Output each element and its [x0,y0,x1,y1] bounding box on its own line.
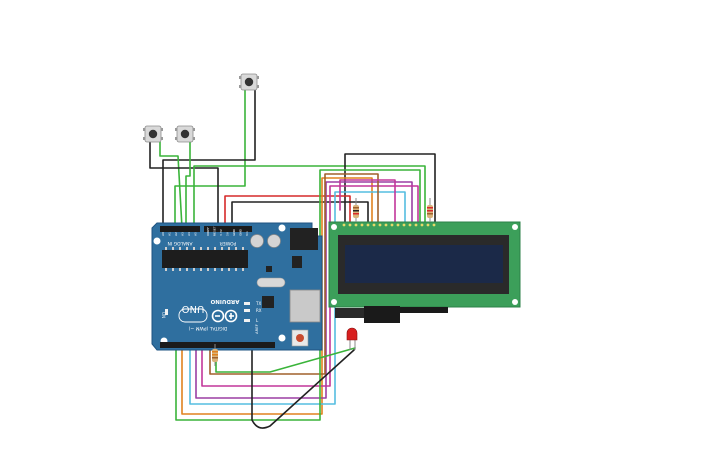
power-pin-label: GND [232,228,236,236]
atmega-chip [162,250,248,268]
wire-green-left-button[interactable] [159,141,183,229]
led-red[interactable] [346,327,358,350]
lcd-pin-header [342,223,436,227]
wire-black-left-button[interactable] [149,141,219,229]
power-header [204,226,252,232]
arduino-text: ARDUINO [210,298,239,304]
crystal [256,277,286,288]
power-pin-label: GND [239,228,243,236]
wire-green-bus[interactable] [193,165,426,229]
analog-pin-label: A3 [181,232,185,236]
uno-text: UNO [182,303,205,314]
resistor-lcd-backlight[interactable] [427,198,433,222]
wire-red-5v[interactable] [224,195,351,229]
analog-pin-label: A2 [174,232,178,236]
digital-label: DIGITAL (PWM ~) [188,325,227,331]
wire-black-gnd[interactable] [231,201,369,229]
on-led-label: ON [161,312,166,318]
lcd-16x2[interactable] [328,221,521,323]
wire-black-top-button[interactable] [162,89,256,229]
l-led-label: L [256,318,259,323]
capacitor [267,234,281,248]
analog-header [160,226,200,232]
analog-pin-label: A5 [194,232,198,236]
power-pin-label: RESET [213,226,217,236]
pushbutton-left[interactable] [143,125,163,143]
infinity-logo-icon [211,309,238,323]
reset-button[interactable] [291,329,309,347]
uno-badge [178,308,208,323]
wire-green-top-button[interactable] [174,89,246,229]
analog-in-label: ANALOG IN [167,240,192,246]
analog-pin-label: A1 [168,232,172,236]
wire-magenta-lcd-upper[interactable] [339,179,396,223]
wire-black-bus[interactable] [344,153,436,223]
aref-label: AREF [254,324,259,334]
pushbutton-middle[interactable] [175,125,195,143]
analog-pin-label: A4 [187,232,191,236]
power-label: POWER [220,240,237,246]
power-pin-label: IOREF [206,227,210,236]
power-pin-label: Vin [245,231,249,236]
pushbutton-top[interactable] [239,73,259,91]
resistor-lcd-contrast[interactable] [353,198,359,222]
wire-green-mid-button[interactable] [185,141,191,229]
analog-pin-label: A0 [161,232,165,236]
rx-led-label: RX [256,308,262,313]
resistor-led[interactable] [212,344,218,366]
usb-connector [289,289,321,323]
capacitor [250,234,264,248]
lcd-screen [345,245,503,283]
power-pin-label: 3.3V [219,228,223,236]
wire-black-led[interactable] [251,343,355,429]
power-pin-label: 5V [226,231,230,236]
arduino-uno-board[interactable]: UNO ARDUINO ANALOG IN POWER DIGITAL (PWM… [151,222,323,351]
wire-brown-rs[interactable] [209,173,379,375]
tx-led-label: TX [255,301,261,306]
power-jack [290,228,318,250]
digital-header [160,342,275,348]
wire-purple-d3[interactable] [195,181,413,399]
